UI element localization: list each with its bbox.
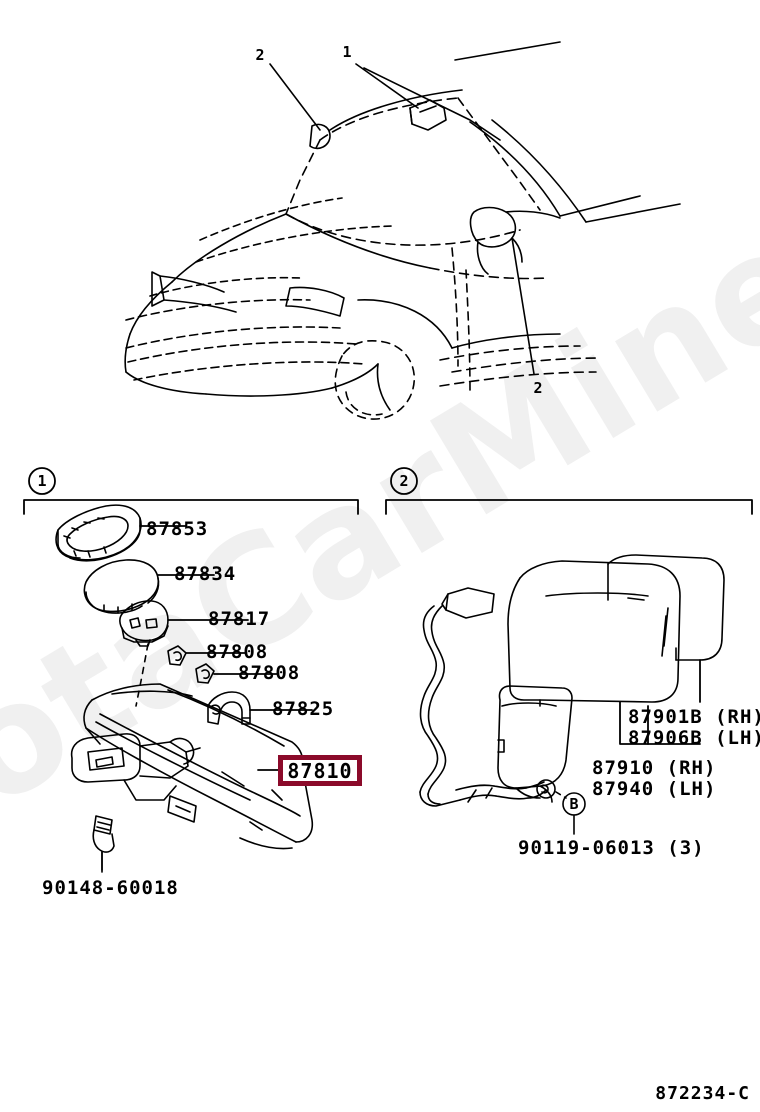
part-label-87825: 87825 [272,698,335,720]
part-87808-upper-art [167,645,187,666]
panel1-leaders [139,525,313,771]
callout-1-top: 1 [342,43,352,61]
part-87853-art [55,504,142,562]
part-87817-art [119,600,169,647]
part-label-87910: 87910 (RH) [592,757,717,779]
part-87810-mirror-body-art [70,683,314,850]
part-label-87853: 87853 [146,518,209,540]
mirror-base-art [497,685,573,803]
part-label-87808-upper: 87808 [206,641,269,663]
part-label-87834: 87834 [174,563,237,585]
part-label-90148-60018: 90148-60018 [42,877,179,899]
panel1-parts-art [55,504,314,873]
part-87808-lower-art [195,663,215,684]
part-label-87808-lower: 87808 [238,662,301,684]
panel2-frame [385,467,753,515]
part-label-87901B: 87901B (RH) [628,706,760,728]
part-87910-housing-art [507,560,681,707]
highlighted-part-87810[interactable]: 87810 [278,755,362,786]
part-87901B-cover-art [607,554,725,661]
part-label-90119-06013: 90119-06013 (3) [518,837,705,859]
vehicle-illustration [124,41,681,420]
part-label-87817: 87817 [208,608,271,630]
diagram-code: 872234-C [655,1083,750,1104]
bolt-marker-b: B [569,795,579,813]
panel2-parts-art [419,554,725,835]
panel1-marker: 1 [37,472,47,490]
panel1-frame [23,467,359,515]
part-label-87906B: 87906B (LH) [628,727,760,749]
part-label-87940: 87940 (LH) [592,778,717,800]
mirror-wiring-harness-art [419,587,556,807]
highlighted-part-number: 87810 [287,758,353,783]
panel2-marker: 2 [399,472,409,490]
callout-2-top: 2 [255,46,265,64]
callout-2-door: 2 [533,379,543,397]
